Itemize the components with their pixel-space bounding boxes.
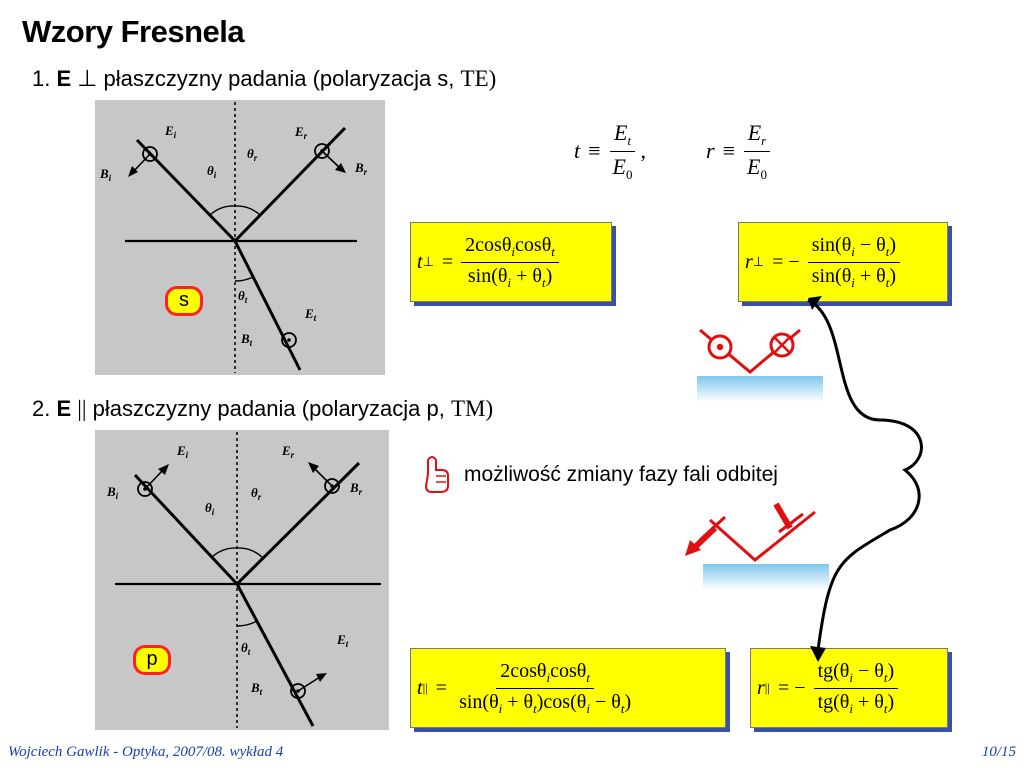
label-Ei: Ei [176, 443, 189, 460]
label-Et: Et [336, 632, 349, 649]
section-1-vector: E [56, 66, 72, 91]
diagram-p-polarization: Ei Er Bi Br θi θr θt Et Bt [95, 430, 389, 730]
label-Ei: Ei [164, 123, 177, 140]
b-out-of-plane-reflected [324, 478, 340, 494]
angle-arc-r [236, 547, 264, 559]
b-reflected-arrow [321, 150, 341, 169]
formula-t-parallel: t|| = 2cosθicosθt sin(θi + θt)cos(θi − θ… [410, 648, 726, 728]
angle-arc-i [209, 205, 236, 216]
pointing-hand-icon [424, 456, 449, 493]
e-incident-arrow [144, 469, 164, 490]
section-1-symbol: ⊥ [77, 66, 98, 91]
section-2-number: 2. [32, 396, 51, 421]
b-out-of-plane-incident [137, 481, 153, 497]
formula-r-parallel: r|| = − tg(θi − θt) tg(θi + θt) [750, 648, 948, 728]
angle-arc-i [211, 547, 238, 558]
section-1-text: płaszczyzny padania (polaryzacja s, [103, 66, 455, 91]
label-Bi: Bi [99, 166, 112, 183]
label-theta-r: θr [247, 146, 258, 163]
badge-s: s [165, 286, 203, 316]
label-Er: Er [281, 443, 295, 460]
section-2-text: płaszczyzny padania (polaryzacja p, [92, 396, 445, 421]
formula-r-perp: r⊥ = − sin(θi − θt) sin(θi + θt) [738, 222, 948, 302]
section-2-heading: 2. E || płaszczyzny padania (polaryzacja… [32, 396, 493, 422]
formula-t-perp: t⊥ = 2cosθicosθt sin(θi + θt) [410, 222, 612, 302]
slide-title: Wzory Fresnela [22, 14, 245, 49]
footer-author: Wojciech Gawlik - Optyka, 2007/08. wykła… [8, 744, 284, 760]
label-theta-i: θi [207, 163, 217, 180]
e-out-of-plane-reflected [314, 143, 330, 159]
surface-lower [703, 564, 829, 590]
diagram-s-polarization: Ei Er Bi Br θi θr θt Et Bt [95, 100, 385, 375]
label-Er: Er [294, 124, 308, 141]
label-theta-t: θt [241, 640, 251, 657]
incident-ray [133, 473, 239, 586]
label-Br: Br [354, 160, 368, 177]
label-Bt: Bt [250, 680, 263, 697]
label-theta-t: θt [238, 288, 248, 305]
label-Br: Br [349, 480, 363, 497]
b-incident-arrow [132, 153, 151, 173]
diagram-p-svg: Ei Er Bi Br θi θr θt Et Bt [106, 432, 381, 728]
surface-upper [697, 376, 823, 402]
e-reflected-arrow [313, 467, 333, 487]
phase-change-note: możliwość zmiany fazy fali odbitej [464, 463, 778, 486]
section-1-number: 1. [32, 66, 51, 91]
badge-p: p [133, 645, 171, 675]
section-1-heading: 1. E ⊥ płaszczyzny padania (polaryzacja … [32, 66, 496, 92]
definition-r: r ≡ Er E0 [706, 112, 771, 190]
label-theta-r: θr [251, 485, 262, 502]
definition-t: t ≡ Et E0 , [574, 119, 646, 182]
e-out-of-plane-transmitted [281, 332, 297, 348]
footer-page-number: 10/15 [981, 744, 1016, 760]
angle-arc-t [234, 276, 254, 282]
e-out-of-plane-incident [142, 146, 158, 162]
transmitted-ray [233, 240, 302, 371]
incident-ray [135, 138, 237, 243]
transmitted-ray [235, 583, 315, 727]
section-1-mode: TE) [460, 66, 497, 91]
red-ray-lower [709, 510, 816, 562]
section-2-mode: TM) [450, 396, 494, 421]
angle-arc-r [234, 205, 261, 216]
diagram-s-svg: Ei Er Bi Br θi θr θt Et Bt [99, 102, 368, 373]
label-Et: Et [304, 306, 317, 323]
e-transmitted-arrow [297, 676, 321, 692]
label-Bi: Bi [106, 484, 119, 501]
label-theta-i: θi [205, 500, 215, 517]
angle-arc-t [236, 620, 258, 627]
b-out-of-plane-transmitted [290, 683, 306, 699]
section-2-symbol: || [77, 396, 87, 421]
connector-arrow [807, 298, 923, 651]
section-2-vector: E [56, 396, 72, 421]
label-Bt: Bt [240, 331, 253, 348]
